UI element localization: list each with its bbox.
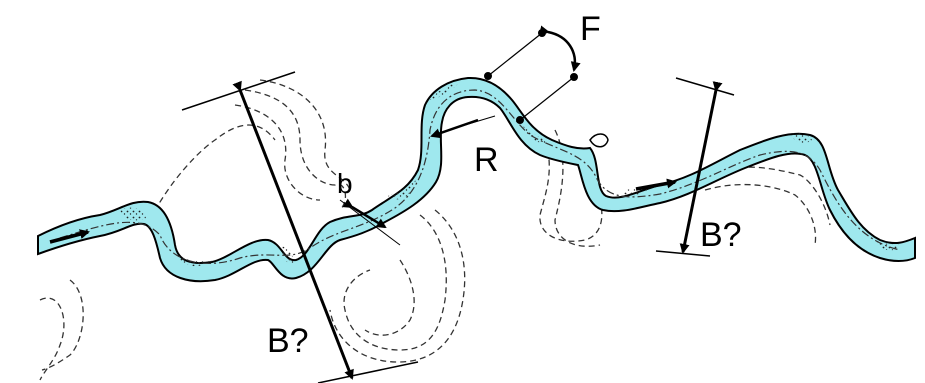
channel-body: [37, 76, 916, 283]
flow-arrow-right: [635, 178, 677, 191]
label-belt-width-right: B?: [700, 216, 742, 254]
dashed-outline-right-2: [704, 183, 817, 246]
channel-width-arrow: [342, 198, 387, 229]
sand-bar-5: [430, 82, 460, 100]
angle-ray-1: [487, 32, 543, 77]
sand-bar-1: [120, 207, 146, 221]
dashed-outline-bottom-3: [364, 259, 415, 336]
label-f: F: [580, 10, 601, 48]
angle-measure: [484, 25, 581, 124]
sand-bar-2: [176, 255, 212, 267]
belt-tangent-top-left: [181, 71, 296, 111]
dashed-outline-bottom-2: [329, 209, 466, 363]
radius-arrow: [430, 118, 479, 139]
angle-ray-2: [519, 76, 575, 121]
label-belt-width-left: B?: [267, 322, 309, 360]
angle-point-4: [570, 73, 578, 81]
dashed-outline-left-2: [41, 279, 84, 371]
river-channel: [37, 76, 916, 283]
sand-bar-9: [875, 240, 902, 251]
sand-bar-8: [790, 133, 812, 143]
dashed-outline-right-loop-2: [554, 129, 601, 247]
dashed-outline-right-loop-1: [539, 139, 603, 242]
dashed-outline-mid-left: [149, 124, 276, 221]
label-b: b: [337, 168, 353, 199]
dashed-outline-left: [39, 297, 65, 381]
belt-tangent-top-right: [675, 77, 735, 96]
sand-bar-4: [388, 178, 416, 200]
dashed-outline-right-1: [709, 166, 831, 226]
radius-extension: [464, 115, 496, 126]
angle-arc-arrow: [539, 25, 581, 72]
flow-arrow-left: [49, 229, 90, 244]
thalweg-line: [59, 89, 901, 264]
dashed-outline-bottom-1: [343, 214, 447, 351]
channel-width-measure: [339, 198, 401, 246]
channel-island: [589, 133, 609, 148]
belt-width-arrow-left: [232, 80, 354, 380]
belt-tangent-bottom-left: [317, 361, 419, 383]
angle-point-3: [538, 29, 546, 37]
meander-belt-left: [181, 71, 419, 383]
angle-point-1: [484, 72, 492, 80]
flow-arrows: [49, 178, 677, 244]
channel-width-extension: [339, 199, 401, 246]
label-r: R: [474, 141, 499, 179]
radius-measure: [430, 115, 496, 139]
belt-width-arrow-right: [679, 81, 723, 254]
meander-belt-right: [655, 77, 735, 257]
dashed-outline-big-loop-1: [244, 89, 347, 211]
angle-point-2: [516, 116, 524, 124]
